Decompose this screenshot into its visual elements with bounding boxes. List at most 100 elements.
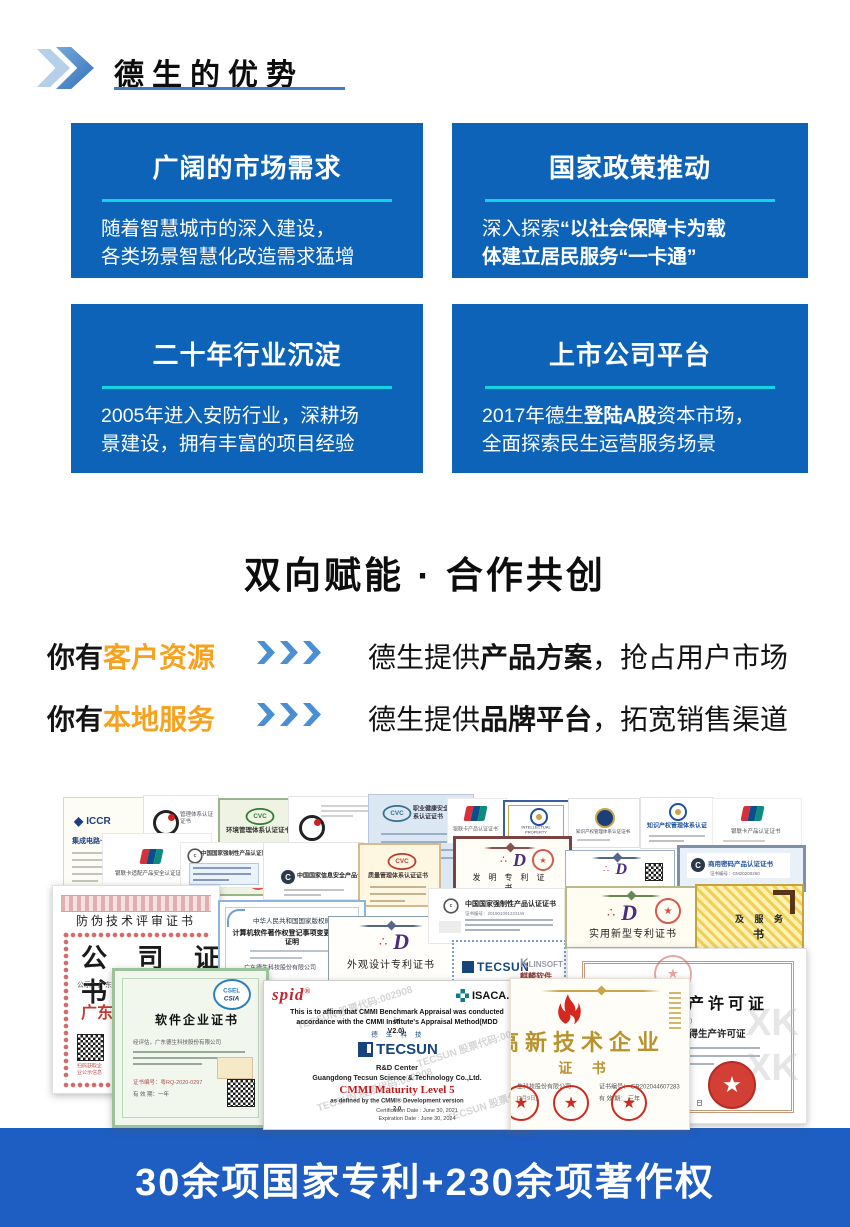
cert-text: 软件企业证书 — [154, 1013, 239, 1027]
cert-text: 中国国家强制性产品认证证书 — [465, 899, 556, 908]
cert-text: 证书编号：GM20200260 — [710, 871, 760, 876]
card-body: 2005年进入安防行业，深耕场景建设，拥有丰富的项目经验 — [101, 405, 359, 455]
cert-decoration — [439, 921, 461, 933]
benefit-left: 你有客户资源 — [47, 642, 216, 673]
cert-text: CMMI Maturity Level 5 — [339, 1084, 455, 1096]
benefit-left: 你有本地服务 — [47, 704, 216, 735]
cert-text: accordance with the CMMI Institute's App… — [296, 1017, 498, 1035]
card-body: 2017年德生登陆A股资本市场，全面探索民生运营服务场景 — [482, 405, 754, 455]
red-seal: ★ — [708, 1061, 756, 1109]
patent-logo-icon: ∴D — [500, 850, 526, 870]
card-title: 二十年行业沉淀 — [152, 340, 342, 370]
red-seal: ★ — [655, 898, 681, 924]
cert-dotted-border — [63, 932, 211, 939]
cert-text: 实用新型专利证书 — [589, 929, 677, 940]
banner-text: 30余项国家专利+230余项著作权 — [135, 1162, 715, 1204]
card-rule — [485, 199, 775, 202]
cert-text: 职业健康安全管理体系认证证书 — [413, 805, 468, 820]
ccc-logo-icon: c — [186, 847, 204, 865]
page-title: 德生的优势 — [114, 59, 304, 92]
cert-text: 广东德生科技股份有限公司 — [244, 964, 317, 971]
cert-text: 发 明 专 利 证 书 — [472, 873, 548, 890]
huaxin-logo-icon — [530, 808, 548, 826]
certificate-utility-patent: ∴D ★ 实用新型专利证书 — [565, 886, 701, 949]
title-underline — [114, 87, 345, 90]
cert-text: 质量管理体系认证证书 — [368, 872, 429, 879]
cert-decoration — [484, 842, 536, 853]
card-industry: 二十年行业沉淀 2005年进入安防行业，深耕场景建设，拥有丰富的项目经验 — [71, 304, 423, 473]
cert-text: 广东 — [81, 1005, 114, 1022]
cert-decoration — [790, 890, 795, 914]
certificate-hightech: 高新技术企业证 书生科技股份有限公司证书编号： GR202044607283[2… — [510, 978, 690, 1130]
cert-text: as defined by the CMMI® Development vers… — [330, 1097, 464, 1112]
cert-text: 证书编号： GR202044607283 — [599, 1083, 680, 1090]
cert-text: 知识产权管理体系认证 — [647, 822, 708, 829]
red-seal: ★ — [611, 1085, 647, 1121]
certificate-yellow-service: 及 服 务书 — [695, 884, 804, 952]
cim-logo-icon: C — [691, 858, 705, 872]
patent-logo-icon: ∴D — [603, 861, 627, 878]
cert-text: 银联卡产品认证证书 — [453, 826, 498, 833]
unionpay-logo-icon — [139, 849, 164, 864]
red-seal: ★ — [553, 1085, 589, 1121]
cert-decoration — [669, 991, 681, 1029]
cert-decoration — [217, 1057, 253, 1079]
huaxin-logo-icon — [669, 803, 687, 821]
certificate-ipms: 知识产权管理体系认证 — [640, 797, 714, 849]
cert-text: 知识产权管理体系认证证书 — [576, 829, 631, 834]
cert-text: Guangdong Tecsun Science & Technology Co… — [312, 1073, 482, 1082]
cert-text: 及 服 务 — [735, 914, 788, 924]
cert-text: 高新技术企业 — [510, 1030, 666, 1055]
cert-decoration — [592, 852, 642, 863]
cert-text: 中国国家信息安全产品认证证书 — [297, 872, 363, 879]
patent-logo-icon: ∴D — [607, 900, 637, 925]
cvc-logo-icon: CVC — [244, 807, 276, 826]
arrows-icon — [257, 641, 321, 664]
cvc-logo-icon: CVC — [386, 852, 418, 871]
bottom-banner: 30余项国家专利+230余项著作权 — [0, 1128, 850, 1227]
qr-code — [77, 1034, 104, 1061]
cert-text: Certification Date : June 30, 2021 — [376, 1107, 458, 1114]
cert-text: 证 书 — [558, 1062, 614, 1077]
card-rule — [485, 386, 775, 389]
red-seal: ★ — [532, 849, 554, 871]
cert-dotted-border — [63, 932, 70, 1080]
cert-decoration — [697, 886, 802, 950]
card-rule — [102, 386, 392, 389]
cim-logo-icon: C — [281, 870, 295, 884]
cert-decoration — [601, 890, 661, 901]
cvc-logo-icon: CVC — [381, 804, 413, 823]
cert-text: 防伪技术评审证书 — [75, 914, 196, 928]
cert-text: This is to affirm that CMMI Benchmark Ap… — [290, 1007, 504, 1025]
cert-decoration — [359, 920, 423, 931]
card-market-demand: 广阔的市场需求 随着智慧城市的深入建设，各类场景智慧化改造需求猛增 — [71, 123, 423, 278]
card-rule — [102, 199, 392, 202]
certificate-emblem-cert: 知识产权管理体系认证证书 — [568, 798, 640, 848]
ccc-logo-icon: c — [442, 897, 460, 915]
card-title: 上市公司平台 — [548, 340, 711, 370]
cert-text: 商用密码产品认证证书 — [708, 860, 774, 868]
cert-text: 中华人民共和国国家版权局 — [252, 917, 331, 925]
certificate-unionpay-b: 银联卡产品认证证书 — [712, 798, 802, 847]
unionpay-logo-icon — [740, 806, 765, 821]
qr-code — [645, 863, 663, 881]
cert-text: 银联卡适配产品安全认证证书 — [115, 870, 187, 877]
patent-logo-icon: ∴D — [379, 929, 409, 954]
certificate-patent-qr: ∴D — [565, 850, 675, 890]
benefit-right: 德生提供产品方案，抢占用户市场 — [368, 642, 789, 673]
cert-text: 生科技股份有限公司 — [517, 1083, 572, 1090]
spid-logo-icon: spid® — [272, 985, 312, 1004]
cert-text: 管理体系认证证书 — [180, 811, 213, 825]
red-seal: ★ — [511, 1085, 539, 1121]
cert-text: Expiration Date : June 30, 2024 — [378, 1115, 456, 1122]
card-title: 广阔的市场需求 — [152, 153, 342, 183]
cert-text: R&D Center — [375, 1063, 419, 1073]
